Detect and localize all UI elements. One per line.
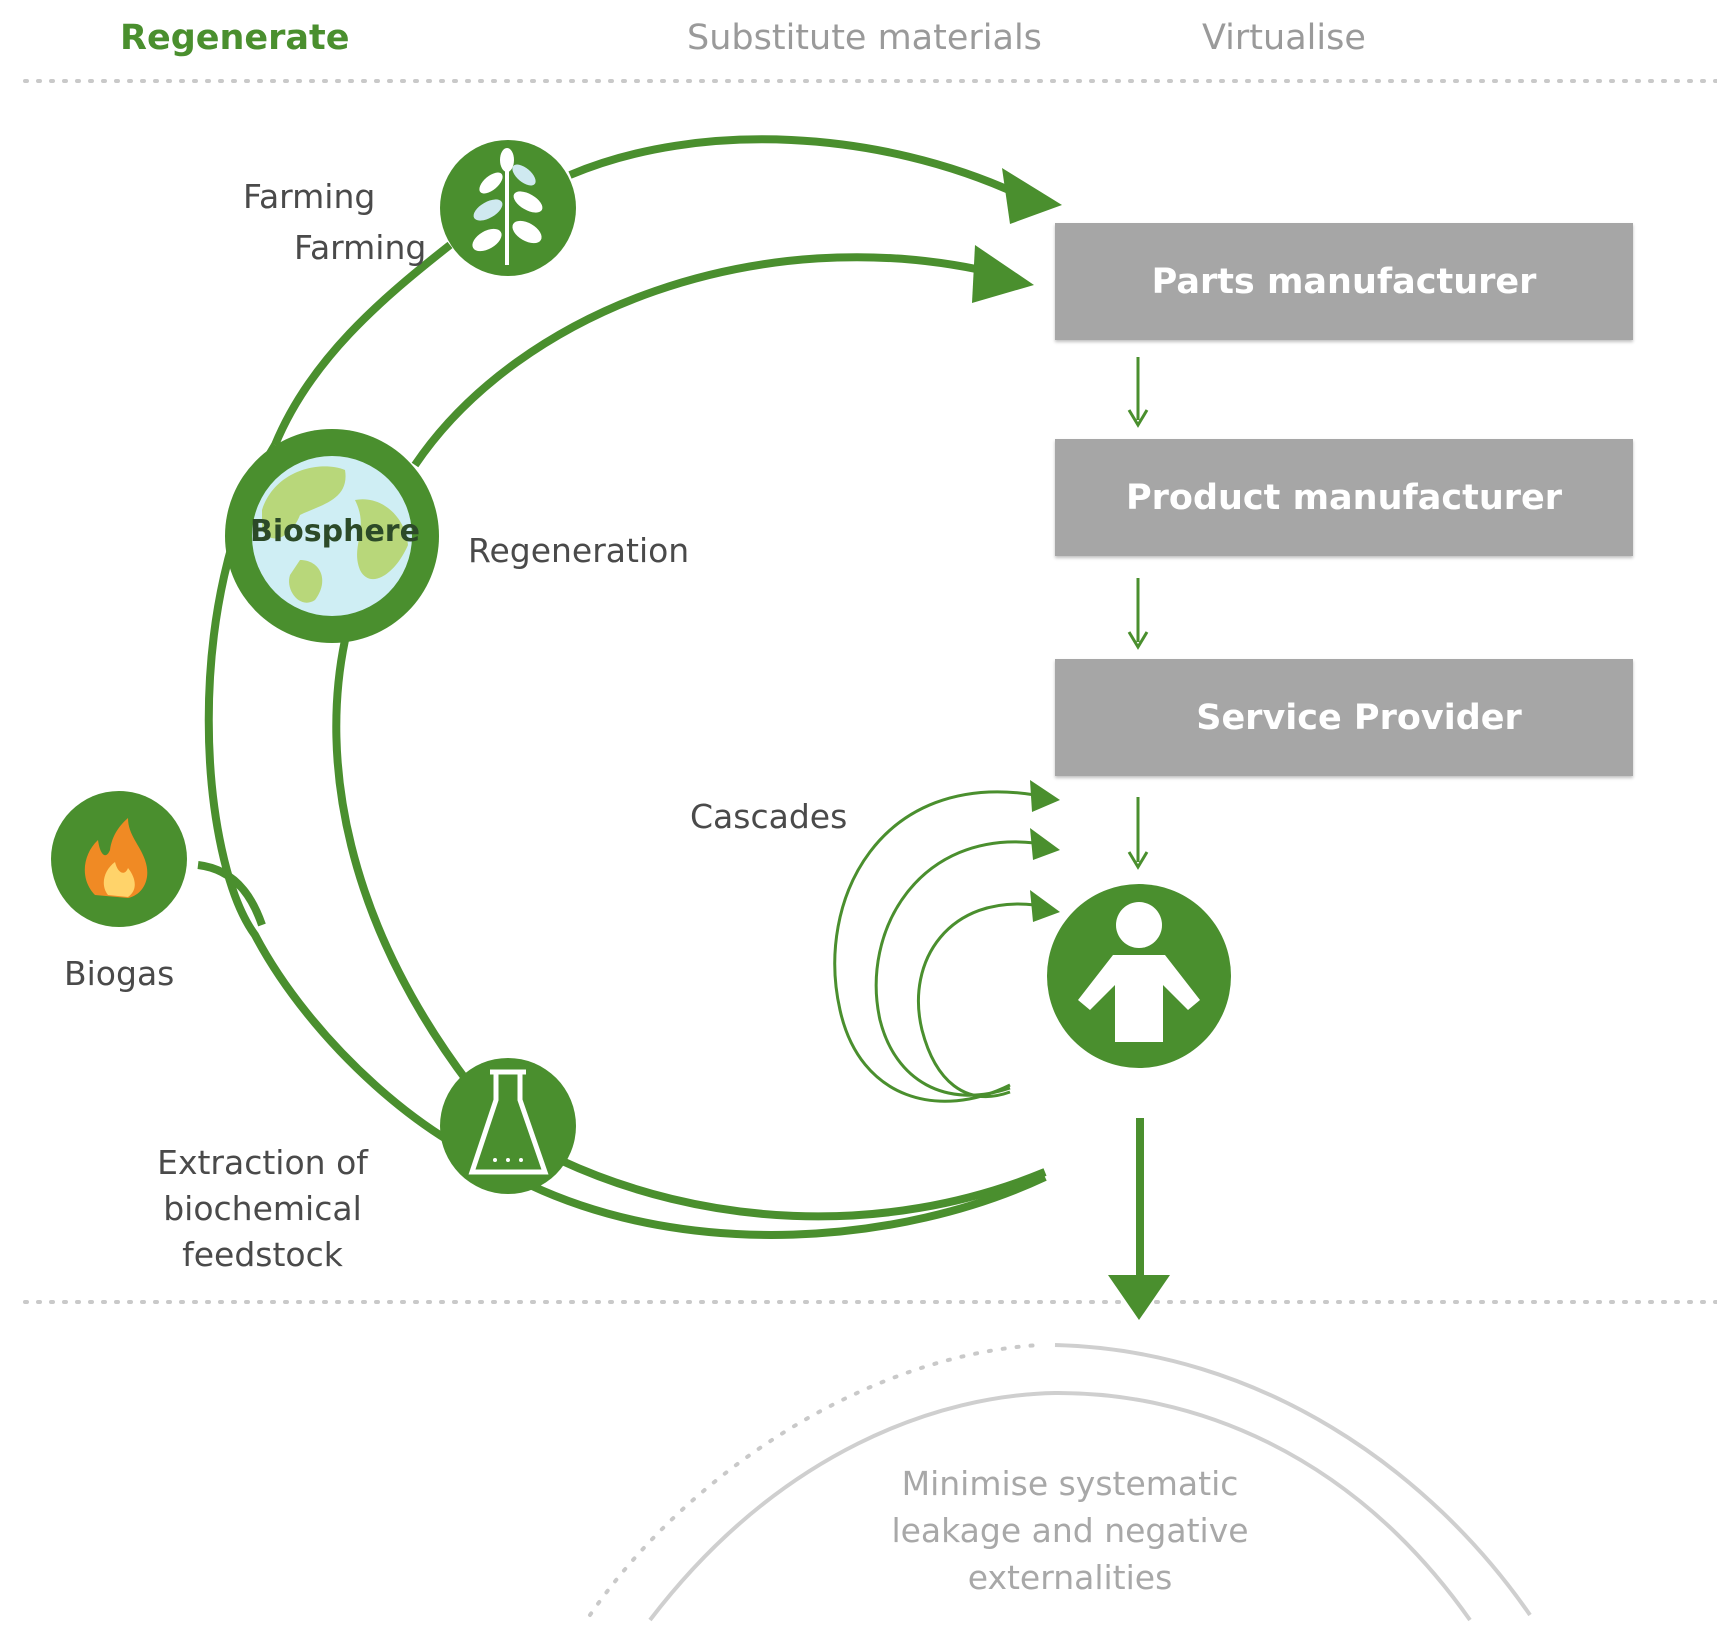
label-extraction-line3: feedstock — [182, 1235, 343, 1274]
globe-icon — [225, 429, 439, 643]
label-extraction-line2: biochemical — [163, 1189, 362, 1228]
label-farming-outer: Farming — [243, 177, 376, 216]
footer-arc-inner — [648, 1390, 1472, 1622]
flame-icon — [51, 791, 187, 927]
label-extraction: Extraction of biochemical feedstock — [140, 1140, 385, 1278]
footer-line3: externalities — [967, 1558, 1173, 1597]
label-farming-inner: Farming — [294, 228, 427, 267]
cascade-arc-middle — [874, 840, 1036, 1097]
footer-leakage-text: Minimise systematic leakage and negative… — [860, 1460, 1280, 1601]
box-product-manufacturer[interactable]: Product manufacturer — [1055, 439, 1633, 556]
footer-line2: leakage and negative — [891, 1511, 1249, 1550]
regeneration-arrowhead — [972, 245, 1034, 303]
box-service-provider[interactable]: Service Provider — [1055, 659, 1633, 776]
farming-outer-arrowhead — [1002, 168, 1062, 224]
footer-arc-outer — [1054, 1343, 1532, 1617]
box-product-label: Product manufacturer — [1125, 477, 1562, 518]
label-biosphere: Biosphere — [250, 514, 420, 549]
plant-icon — [440, 140, 576, 276]
tab-regenerate[interactable]: Regenerate — [120, 18, 350, 58]
biogas-link — [197, 861, 266, 927]
farming-outer-flow — [568, 135, 1022, 199]
return-lower-path — [528, 1173, 1047, 1239]
cascade-arc-inner — [916, 902, 1036, 1098]
regeneration-flow — [411, 253, 991, 468]
flask-icon — [440, 1058, 576, 1194]
box-parts-label: Parts manufacturer — [1151, 261, 1537, 302]
label-cascades: Cascades — [690, 797, 848, 836]
label-regeneration: Regeneration — [468, 531, 690, 570]
outer-loop-path — [204, 442, 527, 1179]
box-parts-manufacturer[interactable]: Parts manufacturer — [1055, 223, 1633, 340]
label-biogas: Biogas — [64, 954, 175, 993]
leakage-arrowhead — [1108, 1275, 1170, 1320]
tab-substitute-materials[interactable]: Substitute materials — [687, 18, 1042, 58]
box-service-label: Service Provider — [1196, 697, 1522, 738]
inner-down-path — [332, 639, 474, 1088]
farming-to-biosphere-path — [271, 241, 453, 447]
return-upper-path — [558, 1156, 1047, 1221]
tab-virtualise[interactable]: Virtualise — [1202, 18, 1366, 58]
person-icon[interactable] — [1047, 884, 1231, 1068]
footer-line1: Minimise systematic — [901, 1464, 1239, 1503]
label-extraction-line1: Extraction of — [157, 1143, 368, 1182]
cascade-arc-outer — [833, 790, 1036, 1103]
